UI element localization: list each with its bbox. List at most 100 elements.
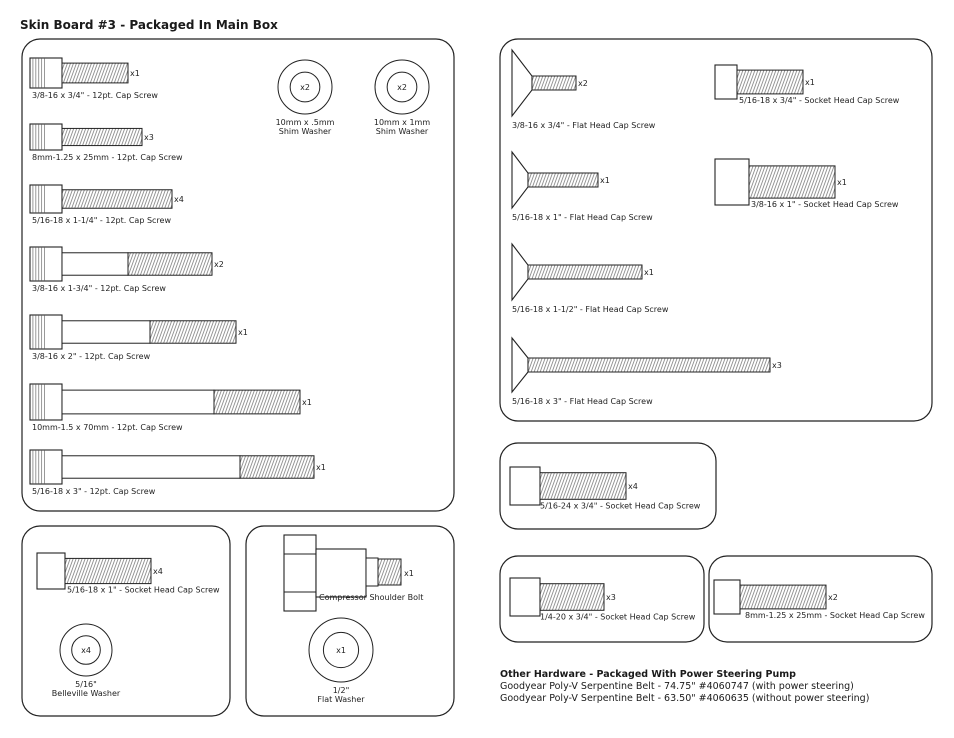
shank — [61, 455, 241, 479]
washer-label: 5/16" — [75, 680, 97, 689]
flat-head-box-panel — [499, 38, 933, 422]
cap-screw — [29, 246, 129, 282]
shoulder-bolt-head — [283, 534, 317, 612]
small-box-1-panel — [499, 442, 717, 530]
thread — [213, 389, 301, 415]
small-box-2-panel — [499, 555, 705, 643]
washer-qty: x4 — [81, 646, 91, 655]
screw-label: 3/8-16 x 1-3/4" - 12pt. Cap Screw — [32, 284, 166, 293]
screw-label: 5/16-18 x 1" - Flat Head Cap Screw — [512, 213, 653, 222]
washer-label: Shim Washer — [279, 127, 332, 136]
cap-screw-head — [29, 123, 63, 151]
thread — [61, 62, 129, 84]
cap-screw-head — [29, 383, 63, 421]
screw-label: 5/16-18 x 1-1/4" - 12pt. Cap Screw — [32, 216, 171, 225]
screw-label: Compressor Shoulder Bolt — [319, 593, 423, 602]
other-hardware-heading: Other Hardware - Packaged With Power Ste… — [500, 669, 796, 680]
thread — [527, 172, 599, 188]
thread — [748, 165, 836, 199]
qty-label: x4 — [628, 482, 638, 491]
screw-label: 3/8-16 x 3/4" - Flat Head Cap Screw — [512, 121, 656, 130]
screw-label: 8mm-1.25 x 25mm - 12pt. Cap Screw — [32, 153, 183, 162]
qty-label: x2 — [214, 260, 224, 269]
other-hardware-line: Goodyear Poly-V Serpentine Belt - 63.50"… — [500, 693, 870, 704]
socket-head — [714, 64, 738, 100]
qty-label: x1 — [130, 69, 140, 78]
screw-label: 5/16-18 x 1" - Socket Head Cap Screw — [67, 586, 220, 595]
thread — [377, 558, 402, 586]
socket-head — [713, 579, 741, 615]
qty-label: x2 — [578, 79, 588, 88]
cap-screw-head — [29, 246, 63, 282]
compressor-box-panel — [245, 525, 455, 717]
cap-screw-head — [29, 57, 63, 89]
cap-screw — [29, 314, 151, 350]
thread — [527, 357, 771, 373]
small-box-3-panel — [708, 555, 933, 643]
qty-label: x3 — [772, 361, 782, 370]
flat-head — [511, 48, 533, 118]
main-box-panel — [21, 38, 455, 512]
thread — [527, 264, 643, 280]
washer-label: 10mm x 1mm — [374, 118, 430, 127]
thread — [127, 252, 213, 276]
thread — [239, 455, 315, 479]
qty-label: x4 — [153, 567, 163, 576]
washer-qty: x2 — [397, 83, 407, 92]
qty-label: x1 — [316, 463, 326, 472]
screw-label: 1/4-20 x 3/4" - Socket Head Cap Screw — [540, 612, 696, 621]
screw-label: 5/16-18 x 1-1/2" - Flat Head Cap Screw — [512, 305, 669, 314]
thread — [531, 75, 577, 91]
thread — [739, 584, 827, 610]
washer-qty: x1 — [336, 646, 346, 655]
thread — [736, 69, 804, 95]
qty-label: x1 — [600, 176, 610, 185]
washer-label: 1/2" — [333, 686, 350, 695]
screw-label: 5/16-18 x 3" - Flat Head Cap Screw — [512, 397, 653, 406]
qty-label: x4 — [174, 195, 184, 204]
flat-head — [511, 242, 529, 302]
washer-label: 10mm x .5mm — [276, 118, 335, 127]
screw-label: 5/16-24 x 3/4" - Socket Head Cap Screw — [540, 501, 701, 510]
thread — [539, 472, 627, 500]
cap-screw — [29, 383, 215, 421]
shank — [61, 389, 215, 415]
thread — [539, 583, 605, 611]
washer-label: Shim Washer — [376, 127, 429, 136]
screw-label: 10mm-1.5 x 70mm - 12pt. Cap Screw — [32, 423, 183, 432]
thread — [61, 189, 173, 209]
thread — [61, 127, 143, 147]
cap-screw-head — [29, 449, 63, 485]
screw-label: 3/8-16 x 3/4" - 12pt. Cap Screw — [32, 91, 158, 100]
qty-label: x3 — [144, 133, 154, 142]
shank — [61, 320, 151, 344]
qty-label: x1 — [805, 78, 815, 87]
cap-screw — [29, 449, 241, 485]
flat-head — [511, 150, 529, 210]
socket-head — [36, 552, 66, 590]
qty-label: x1 — [302, 398, 312, 407]
other-hardware-line: Goodyear Poly-V Serpentine Belt - 74.75"… — [500, 681, 854, 692]
washer-inner — [322, 631, 360, 669]
socket-box-panel — [21, 525, 231, 717]
screw-label: 3/8-16 x 2" - 12pt. Cap Screw — [32, 352, 151, 361]
washer-label: Belleville Washer — [52, 689, 121, 698]
shoulder-bolt-neck — [365, 557, 379, 587]
qty-label: x1 — [404, 569, 414, 578]
cap-screw — [29, 57, 63, 89]
socket-head — [714, 158, 750, 206]
washer-label: Flat Washer — [317, 695, 365, 704]
washer-inner — [386, 71, 418, 103]
qty-label: x3 — [606, 593, 616, 602]
cap-screw — [29, 123, 63, 151]
other-hardware: Other Hardware - Packaged With Power Ste… — [500, 669, 869, 705]
page-title: Skin Board #3 - Packaged In Main Box — [20, 18, 278, 32]
qty-label: x1 — [644, 268, 654, 277]
screw-label: 8mm-1.25 x 25mm - Socket Head Cap Screw — [745, 611, 925, 620]
thread — [149, 320, 237, 344]
screw-label: 5/16-18 x 3" - 12pt. Cap Screw — [32, 487, 156, 496]
screw-label: 5/16-18 x 3/4" - Socket Head Cap Screw — [739, 96, 900, 105]
washer-inner — [289, 71, 321, 103]
shank — [61, 252, 129, 276]
